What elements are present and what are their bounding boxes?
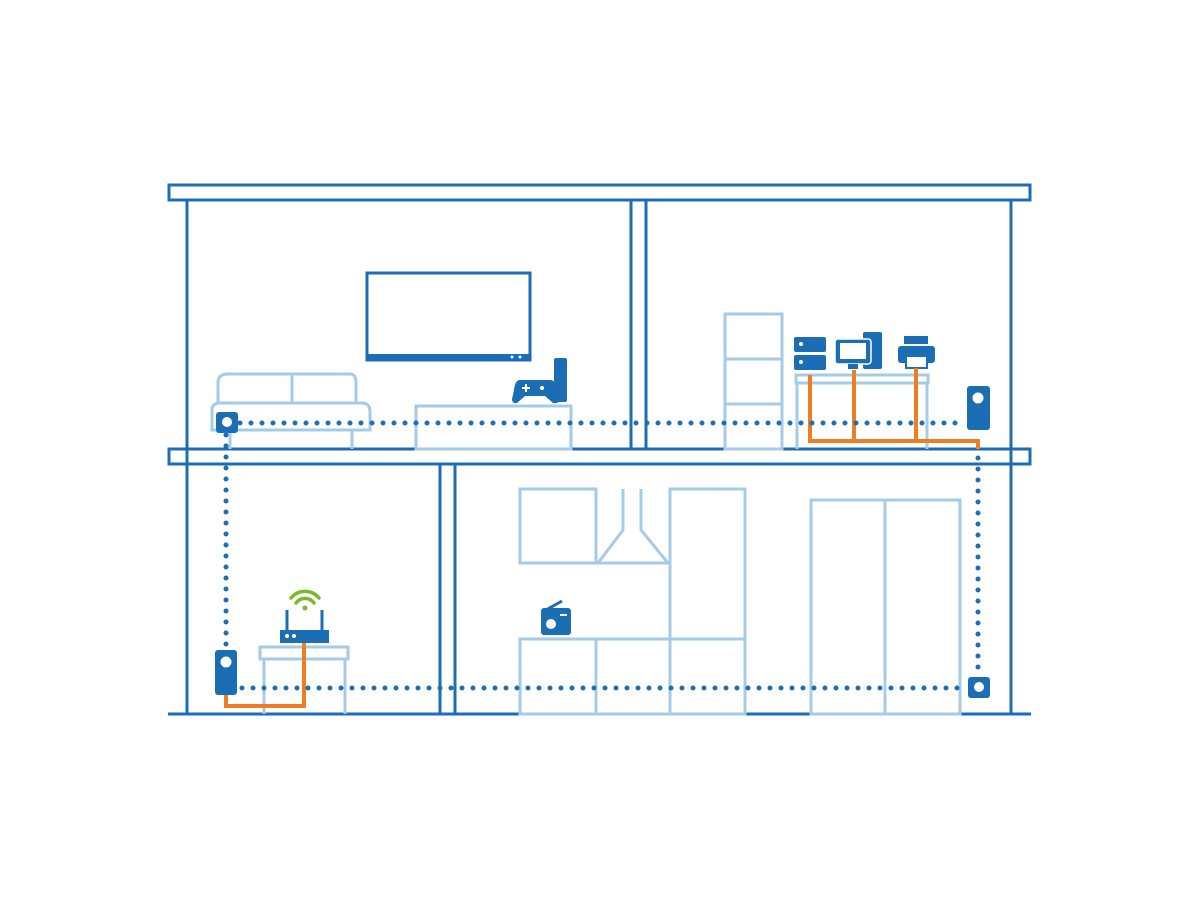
tall-cabinet [668,487,747,716]
roof [167,183,1032,202]
desktop-computer-icon [834,332,882,369]
tv-stand [414,404,573,451]
powerline-adapter-lower-right-icon [968,677,990,698]
game-console-icon [512,358,567,404]
radio-icon [541,599,571,635]
lower-counter [518,637,747,716]
powerline-connections [223,420,981,691]
powerline-adapter-upper-left-icon [216,412,238,433]
wifi-router-icon [280,610,329,643]
office [723,312,935,451]
wifi-signal-icon [289,589,321,611]
upper-cabinet [518,487,598,565]
floor-slab [167,447,1032,466]
sofa-icon [210,372,372,449]
server-icon [794,337,826,370]
powerline-adapters [215,386,990,698]
living-room [210,271,573,451]
kitchen [518,487,962,716]
tv-icon [365,271,532,362]
ethernet-cables [224,368,980,708]
powerline-adapter-lower-left-icon [215,650,237,695]
desk [794,373,930,449]
shelf [723,312,784,451]
printer-icon [898,336,935,369]
powerline-adapter-upper-right-icon [967,386,990,430]
range-hood [594,489,672,565]
